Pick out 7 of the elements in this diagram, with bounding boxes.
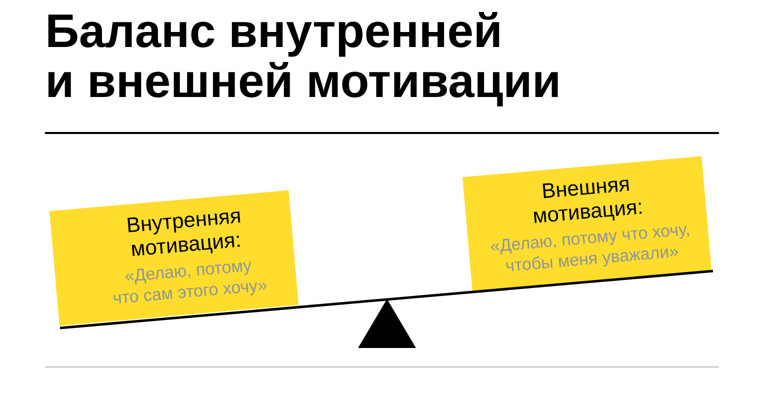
quote-text: «Делаю, потому что сам этого хочу»: [114, 262, 266, 304]
quote-text: «Делаю, потому что хочу, чтобы меня уважали»: [491, 226, 689, 272]
note-card: [462, 156, 712, 292]
title: Баланс внутренней и внешней мотивации: [48, 12, 558, 106]
card-heading: Внешняя мотивация:: [534, 180, 642, 223]
note-card: [49, 190, 299, 326]
card-heading: Внутренняя мотивация:: [128, 212, 240, 256]
